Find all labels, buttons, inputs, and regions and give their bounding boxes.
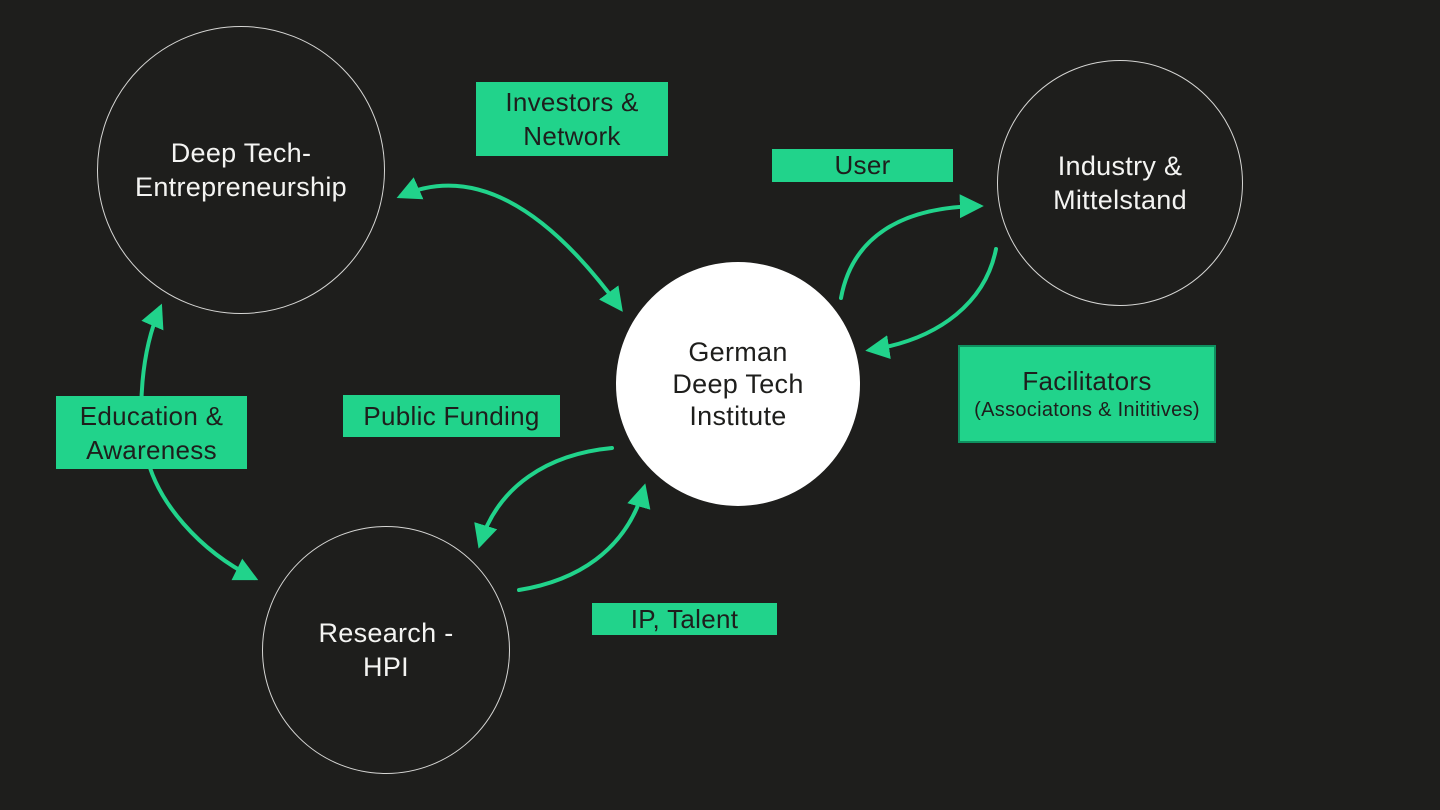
- label-user: User: [772, 149, 953, 182]
- node-label-line: Research -: [318, 618, 454, 648]
- label-facilitators: Facilitators (Associatons & Inititives): [958, 345, 1216, 443]
- node-label-line: Deep Tech-: [170, 138, 312, 168]
- node-research-hpi: Research - HPI: [262, 526, 510, 774]
- node-label-line: Mittelstand: [1053, 185, 1187, 215]
- node-label-line: German: [688, 337, 788, 367]
- label-education-awareness: Education & Awareness: [56, 396, 247, 469]
- arrow-user: [839, 194, 984, 300]
- label-public-funding: Public Funding: [343, 395, 560, 437]
- label-line: Public Funding: [363, 401, 540, 431]
- label-subline: (Associatons & Inititives): [974, 399, 1200, 421]
- label-line: Investors &: [505, 87, 639, 117]
- arrow-public-funding: [474, 446, 614, 549]
- label-line: Education &: [79, 400, 224, 431]
- node-label-line: HPI: [363, 652, 409, 682]
- node-deep-tech-entrepreneurship: Deep Tech- Entrepreneurship: [97, 26, 385, 314]
- label-investors-network: Investors & Network: [476, 82, 668, 156]
- label-line: Awareness: [86, 434, 217, 465]
- label-line: Network: [523, 121, 621, 151]
- label-line: User: [834, 150, 891, 180]
- node-label-line: Industry &: [1057, 151, 1183, 181]
- node-german-deep-tech-institute: German Deep Tech Institute: [616, 262, 860, 506]
- node-industry-mittelstand: Industry & Mittelstand: [997, 60, 1243, 306]
- node-label-line: Deep Tech: [672, 369, 804, 399]
- arrow-ip-talent: [517, 483, 651, 592]
- node-label-line: Entrepreneurship: [135, 172, 347, 202]
- node-label-line: Institute: [689, 401, 787, 431]
- arrow-facilitators: [865, 247, 998, 359]
- label-line: Facilitators: [1022, 366, 1152, 396]
- arrow-investors-network: [396, 177, 623, 312]
- label-line: IP, Talent: [630, 604, 739, 634]
- label-ip-talent: IP, Talent: [592, 603, 777, 635]
